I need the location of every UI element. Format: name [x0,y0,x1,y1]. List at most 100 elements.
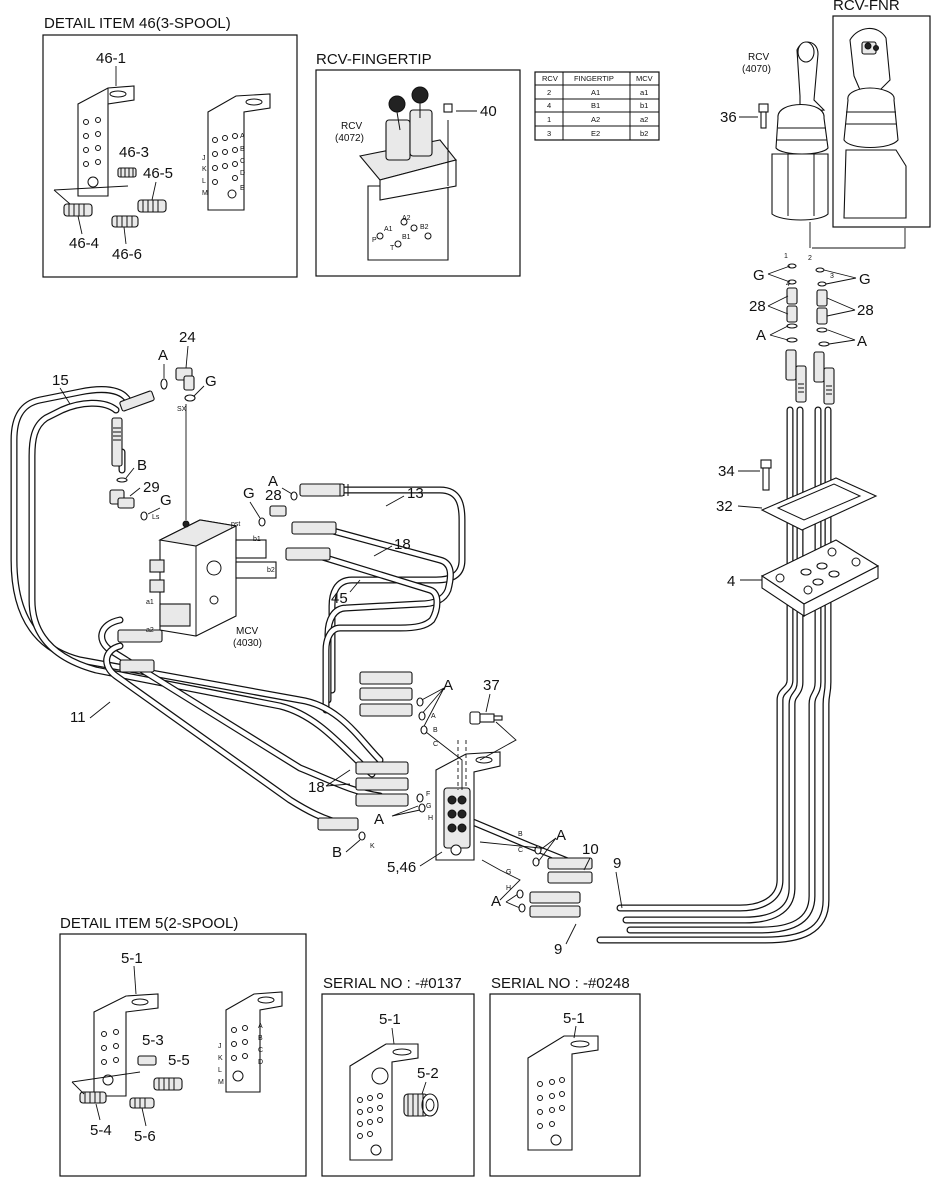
table-cell: 2 [547,88,551,97]
fitting-5-5 [153,1077,183,1091]
part-label-5-2: 5-2 [417,1065,439,1082]
rcv-fnr-code: (4070) [742,64,771,75]
fnr-pilot-fittings: 1 2 4 3 [784,253,834,347]
bracket-5-1-serial-0248 [527,1035,599,1151]
letter-G: G [243,485,255,502]
port-B-right: B [518,831,523,838]
floor-plate-4 [760,539,880,618]
part-label-13: 13 [407,485,424,502]
part-label-46-1: 46-1 [96,50,126,67]
port-5-K: K [218,1055,223,1062]
letter-B: B [332,844,342,861]
serial-0137-frame [321,993,475,1177]
port-b2: b2 [267,567,275,574]
part-label-37: 37 [483,677,500,694]
port-4: 4 [786,281,790,288]
port-G-right: G [506,869,511,876]
port-5-C: C [258,1047,263,1054]
letter-G: G [753,267,765,284]
letter-B: B [137,457,147,474]
rcv-fingertip-valve [358,86,457,261]
fitting-5-6 [129,1097,155,1109]
table-header-fingertip: FINGERTIP [574,74,614,83]
bolt-34 [760,459,772,491]
serial-0248-panel: SERIAL NO : -#0248 5-1 [489,975,641,1177]
part-label-46-4: 46-4 [69,235,99,252]
fitting-5-4 [79,1091,107,1104]
fitting-5-3 [137,1055,157,1066]
detail-5-frame [59,933,307,1177]
pipe-manifold-5-46 [435,740,501,861]
part-label-5-3: 5-3 [142,1032,164,1049]
part-label-5-4: 5-4 [90,1122,112,1139]
fingertip-port-B2: B2 [420,224,429,231]
port-46-B: B [240,146,245,153]
letter-A: A [443,677,453,694]
letter-A: A [158,347,168,364]
port-B: B [433,727,438,734]
port-3: 3 [830,273,834,280]
letter-A: A [756,327,766,344]
elbow-fitting-29 [109,489,135,509]
port-46-J: J [202,155,206,162]
part-label-5-1: 5-1 [563,1010,585,1027]
fingertip-frame [315,69,521,277]
table-cell: A2 [591,115,600,124]
letter-A: A [857,333,867,350]
part-label-24: 24 [179,329,196,346]
port-F: F [426,791,430,798]
part-label-28: 28 [857,302,874,319]
fnr-frame [832,15,931,228]
mcv-label: MCV [236,626,259,637]
detail-46-title: DETAIL ITEM 46(3-SPOOL) [44,15,231,32]
bolt-36 [758,103,769,129]
serial-0248-frame [489,993,641,1177]
table-cell: B1 [591,101,600,110]
port-5-B: B [258,1035,263,1042]
table-cell: a1 [640,88,648,97]
port-46-C: C [240,158,245,165]
table-cell: b2 [640,129,648,138]
part-label-46-3: 46-3 [119,144,149,161]
fitting-46-6 [111,215,139,228]
port-C-right: C [518,847,523,854]
fingertip-port-A1: A1 [384,226,393,233]
port-46-M: M [202,190,208,197]
fingertip-port-B1: B1 [402,234,411,241]
part-label-5-5: 5-5 [168,1052,190,1069]
manifold-bracket-5-ports [225,991,283,1093]
port-pst: pst [231,521,240,528]
port-46-D: D [240,170,245,177]
part-label-36: 36 [720,109,737,126]
port-assignment-table: RCV FINGERTIP MCV 2 A1 a1 4 B1 b1 1 A2 a… [534,71,660,141]
letter-G: G [859,271,871,288]
part-label-10: 10 [582,841,599,858]
fingertip-port-A2: A2 [402,215,411,222]
part-label-9: 9 [554,941,562,958]
fitting-46-5 [137,199,167,213]
fingertip-port-P: P [372,237,377,244]
letter-A: A [491,893,501,910]
port-C: C [433,741,438,748]
mcv-code: (4030) [233,638,262,649]
part-label-11: 11 [70,709,86,726]
part-label-5-1: 5-1 [379,1011,401,1028]
detail-46-frame [42,34,298,278]
part-label-5-6: 5-6 [134,1128,156,1145]
port-G: G [426,803,431,810]
bulkhead-fitting-5-2 [403,1093,439,1117]
port-5-J: J [218,1043,222,1050]
serial-0137-title: SERIAL NO : -#0137 [323,975,462,992]
part-label-28: 28 [749,298,766,315]
port-a2: a2 [146,627,154,634]
fingertip-title: RCV-FINGERTIP [316,51,432,68]
part-label-46-6: 46-6 [112,246,142,263]
rcv-fingertip-code: (4072) [335,133,364,144]
port-1: 1 [784,253,788,260]
rcv-fnr-joystick [771,41,829,221]
table-header-rcv: RCV [542,74,558,83]
port-Ls: Ls [152,514,160,521]
letter-A: A [268,473,278,490]
table-cell: 3 [547,129,551,138]
